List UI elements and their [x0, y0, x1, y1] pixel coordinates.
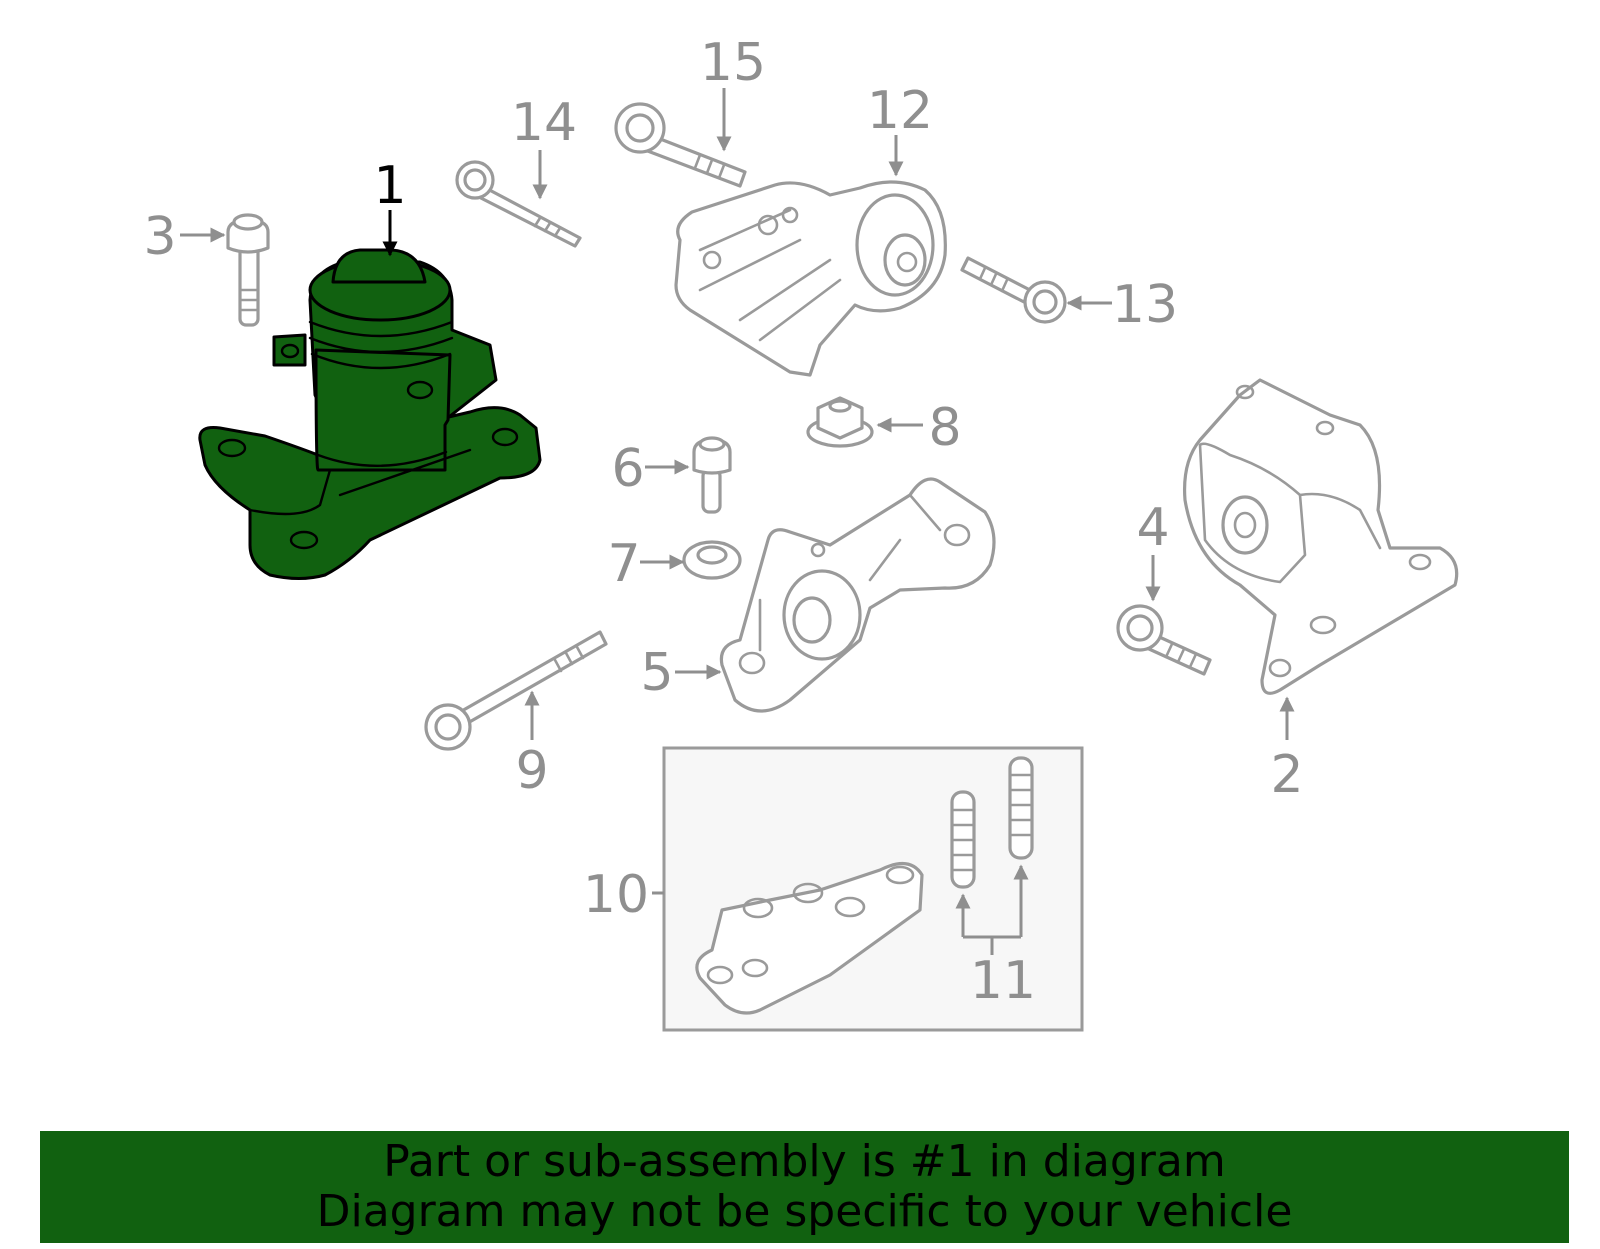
callout-1-label: 1	[373, 156, 406, 216]
banner-line-part: Part or sub-assembly is #1 in diagram	[383, 1136, 1226, 1187]
callout-9-label: 9	[515, 741, 548, 801]
callout-14-label: 14	[511, 93, 577, 153]
callout-6-label: 6	[611, 439, 644, 499]
callout-2-label: 2	[1270, 745, 1303, 805]
part-11-stud-right[interactable]	[1008, 756, 1034, 860]
part-1-engine-mount[interactable]	[198, 248, 542, 580]
callout-13-label: 13	[1112, 275, 1178, 335]
part-11-stud-left[interactable]	[950, 790, 976, 889]
part-15-bolt[interactable]	[614, 102, 747, 188]
callout-8-label: 8	[928, 398, 961, 458]
callout-10-label: 10	[583, 865, 649, 925]
callout-4-label: 4	[1136, 498, 1169, 558]
part-5-bracket[interactable]	[719, 477, 996, 713]
banner-line-disclaimer: Diagram may not be specific to your vehi…	[316, 1186, 1293, 1237]
callout-7-label: 7	[607, 534, 640, 594]
callout-11-label: 11	[970, 951, 1036, 1011]
callout-5-label: 5	[640, 643, 673, 703]
part-7-washer[interactable]	[682, 540, 742, 580]
part-10-bracket[interactable]	[695, 862, 924, 1015]
info-banner: Part or sub-assembly is #1 in diagram Di…	[40, 1131, 1569, 1243]
part-6-bolt[interactable]	[692, 436, 732, 514]
callout-12-label: 12	[867, 81, 933, 141]
part-4-bolt[interactable]	[1116, 604, 1212, 676]
callout-15-label: 15	[700, 33, 766, 93]
inset-box-10-11	[662, 746, 1084, 1032]
part-13-bolt[interactable]	[960, 256, 1067, 324]
part-12-bracket[interactable]	[674, 180, 947, 377]
callout-3-label: 3	[143, 207, 176, 267]
part-2-trans-mount[interactable]	[1182, 378, 1459, 695]
part-9-bolt[interactable]	[424, 630, 608, 751]
part-8-nut[interactable]	[806, 396, 874, 448]
part-14-bolt[interactable]	[455, 160, 582, 248]
part-3-bolt[interactable]	[226, 213, 270, 327]
